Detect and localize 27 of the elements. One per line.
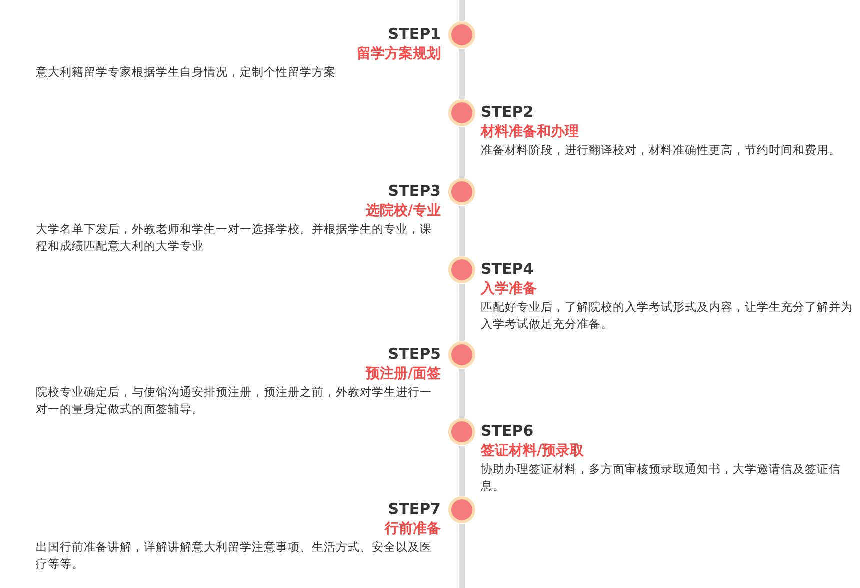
step-description: 大学名单下发后，外教老师和学生一对一选择学校。并根据学生的专业，课程和成绩匹配意大利的大学专业: [36, 221, 433, 255]
step-label: STEP7: [387, 499, 441, 519]
step-label: STEP3: [387, 181, 441, 201]
step-title: 入学准备: [481, 280, 538, 299]
timeline-connector: [459, 284, 465, 341]
step-title: 签证材料/预录取: [481, 442, 586, 461]
step-title: 留学方案规划: [356, 44, 441, 64]
step-title: 行前准备: [384, 520, 441, 539]
step-description: 匹配好专业后，了解院校的入学考试形式及内容，让学生充分了解并为入学考试做足充分准备。: [481, 299, 854, 333]
step-title: 材料准备和办理: [481, 123, 580, 142]
step-title: 预注册/面签: [364, 364, 441, 384]
step-label: STEP4: [481, 259, 535, 279]
timeline-connector: [459, 49, 465, 99]
step-label: STEP6: [481, 421, 535, 441]
timeline-connector: [459, 369, 465, 418]
step-description: 出国行前准备讲解，详解讲解意大利留学注意事项、生活方式、安全以及医疗等等。: [36, 539, 433, 573]
timeline-connector: [459, 446, 465, 496]
step-label: STEP2: [481, 102, 535, 122]
step-label: STEP1: [387, 24, 441, 44]
timeline-connector: [459, 206, 465, 256]
step-description: 院校专业确定后，与使馆沟通安排预注册，预注册之前，外教对学生进行一对一的量身定做式的面签辅导。: [36, 384, 433, 418]
step-description: 意大利籍留学专家根据学生自身情况，定制个性留学方案: [36, 64, 337, 81]
timeline-connector: [459, 127, 465, 178]
step-title: 选院校/专业: [364, 202, 441, 221]
step-description: 协助办理签证材料，多方面审核预录取通知书，大学邀请信及签证信息。: [481, 461, 842, 495]
step-label: STEP5: [387, 344, 441, 364]
step-description: 准备材料阶段，进行翻译校对，材料准确性更高，节约时间和费用。: [481, 142, 842, 159]
